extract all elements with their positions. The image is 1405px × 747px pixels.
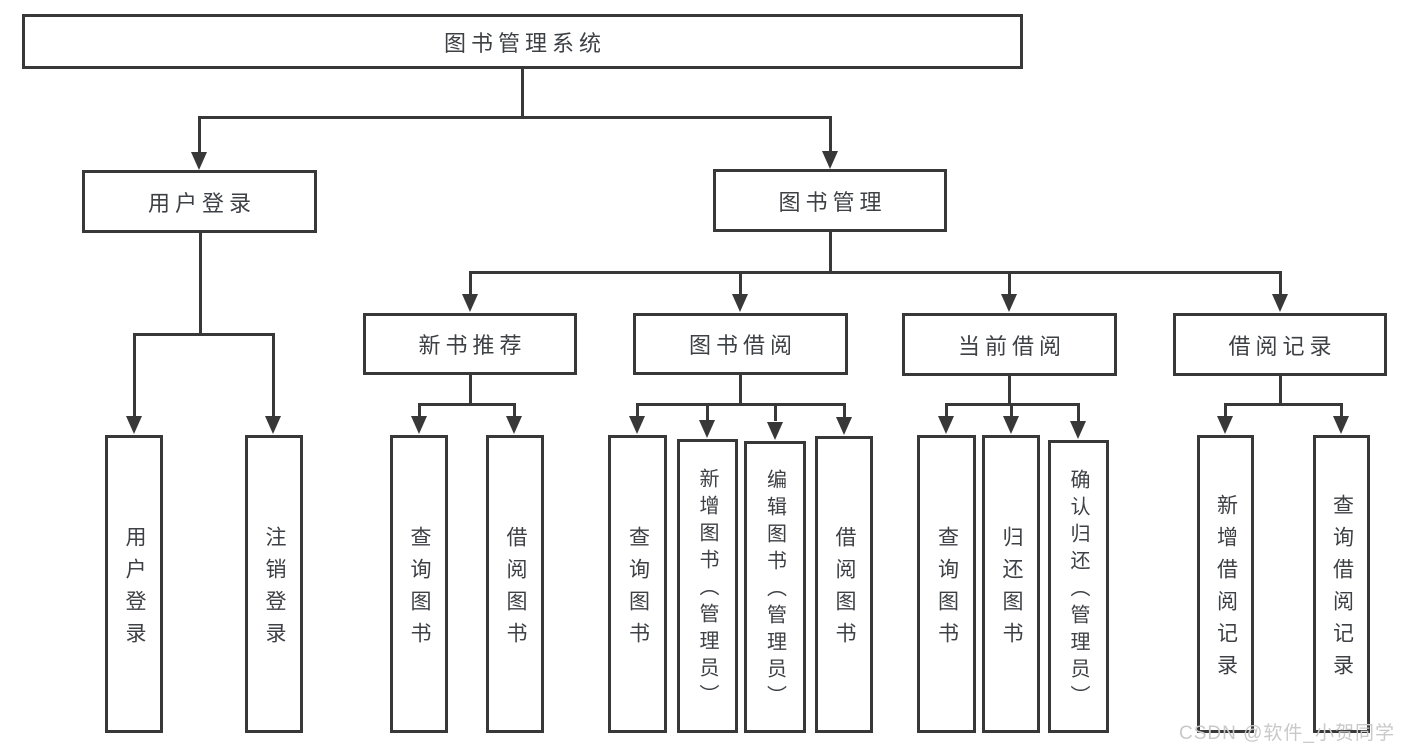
leaf-borrow-books-2-label: 借阅图书 bbox=[833, 526, 856, 654]
leaf-user-login: 用户登录 bbox=[105, 435, 163, 733]
arrowhead-down-icon bbox=[1217, 416, 1233, 434]
leaf-query-books-2-label: 查询图书 bbox=[626, 525, 650, 654]
connector-line-horizontal bbox=[418, 403, 515, 406]
arrowhead-down-icon bbox=[732, 294, 748, 312]
connector-line-vertical bbox=[1279, 271, 1282, 295]
arrowhead-down-icon bbox=[1001, 294, 1017, 312]
node-new-book-recommend-label: 新书推荐 bbox=[418, 333, 527, 358]
connector-line-vertical bbox=[133, 333, 136, 417]
connector-line-vertical bbox=[739, 375, 742, 404]
leaf-logout: 注销登录 bbox=[245, 435, 303, 733]
connector-line-vertical bbox=[829, 232, 832, 272]
node-book-management: 图书管理 bbox=[713, 169, 947, 232]
leaf-borrow-books-1: 借阅图书 bbox=[486, 435, 544, 733]
connector-line-vertical bbox=[1008, 375, 1011, 404]
connector-line-vertical bbox=[843, 403, 846, 417]
connector-line-vertical bbox=[1010, 403, 1013, 417]
node-book-borrowing-label: 图书借阅 bbox=[688, 333, 797, 358]
leaf-query-borrow-record: 查询借阅记录 bbox=[1313, 435, 1370, 733]
connector-line-vertical bbox=[829, 116, 832, 152]
connector-line-horizontal bbox=[945, 403, 1079, 406]
arrowhead-down-icon bbox=[1003, 416, 1019, 434]
node-current-borrowing: 当前借阅 bbox=[902, 313, 1117, 376]
node-borrowing-records: 借阅记录 bbox=[1173, 313, 1387, 376]
arrowhead-down-icon bbox=[822, 151, 838, 169]
connector-line-vertical bbox=[199, 233, 202, 334]
connector-line-vertical bbox=[1279, 375, 1282, 404]
connector-line-vertical bbox=[469, 271, 472, 295]
arrowhead-down-icon bbox=[699, 420, 715, 438]
arrowhead-down-icon bbox=[191, 152, 207, 170]
connector-line-horizontal bbox=[469, 271, 1281, 274]
connector-line-horizontal bbox=[636, 403, 845, 406]
connector-line-horizontal bbox=[198, 116, 831, 119]
connector-line-vertical bbox=[1077, 403, 1080, 421]
leaf-add-books-admin: 新增图书（管理员） bbox=[677, 439, 738, 733]
leaf-return-books: 归还图书 bbox=[982, 435, 1040, 733]
connector-line-vertical bbox=[1008, 271, 1011, 295]
leaf-edit-books-admin: 编辑图书（管理员） bbox=[744, 441, 806, 733]
node-user-login-label: 用户登录 bbox=[147, 190, 256, 216]
connector-line-vertical bbox=[774, 403, 777, 421]
connector-line-vertical bbox=[636, 403, 639, 417]
arrowhead-down-icon bbox=[938, 416, 954, 434]
leaf-edit-books-admin-label: 编辑图书（管理员） bbox=[763, 469, 786, 712]
connector-line-vertical bbox=[521, 69, 524, 116]
node-library-system-label: 图书管理系统 bbox=[443, 30, 606, 56]
arrowhead-down-icon bbox=[126, 416, 142, 434]
leaf-query-books-2: 查询图书 bbox=[608, 435, 667, 733]
leaf-add-books-admin-label: 新增图书（管理员） bbox=[696, 468, 718, 711]
arrowhead-down-icon bbox=[506, 416, 522, 434]
arrowhead-down-icon bbox=[462, 294, 478, 312]
leaf-user-login-label: 用户登录 bbox=[123, 525, 146, 654]
connector-line-vertical bbox=[418, 403, 421, 417]
node-book-borrowing: 图书借阅 bbox=[633, 313, 848, 375]
node-book-management-label: 图书管理 bbox=[778, 189, 887, 215]
leaf-borrow-books-1-label: 借阅图书 bbox=[504, 525, 527, 654]
connector-line-vertical bbox=[469, 375, 472, 404]
node-new-book-recommend: 新书推荐 bbox=[363, 313, 577, 375]
connector-line-vertical bbox=[272, 333, 275, 417]
arrowhead-down-icon bbox=[1272, 294, 1288, 312]
leaf-query-books-1-label: 查询图书 bbox=[408, 525, 431, 654]
leaf-logout-label: 注销登录 bbox=[263, 525, 286, 654]
arrowhead-down-icon bbox=[836, 417, 852, 435]
connector-line-vertical bbox=[1340, 403, 1343, 417]
arrowhead-down-icon bbox=[767, 422, 783, 440]
connector-line-horizontal bbox=[133, 333, 274, 336]
connector-line-vertical bbox=[706, 403, 709, 421]
leaf-query-books-3-label: 查询图书 bbox=[935, 525, 959, 654]
arrowhead-down-icon bbox=[411, 416, 427, 434]
node-borrowing-records-label: 借阅记录 bbox=[1228, 333, 1337, 359]
leaf-return-books-label: 归还图书 bbox=[1000, 525, 1023, 654]
leaf-confirm-return-admin-label: 确认归还（管理员） bbox=[1067, 468, 1089, 712]
leaf-query-books-3: 查询图书 bbox=[917, 435, 976, 733]
arrowhead-down-icon bbox=[629, 416, 645, 434]
connector-line-vertical bbox=[513, 403, 516, 417]
watermark: CSDN @软件_小贺同学 bbox=[1179, 723, 1395, 744]
leaf-confirm-return-admin: 确认归还（管理员） bbox=[1048, 440, 1109, 733]
connector-line-vertical bbox=[739, 271, 742, 295]
connector-line-vertical bbox=[198, 116, 201, 153]
arrowhead-down-icon bbox=[1070, 421, 1086, 439]
leaf-query-books-1: 查询图书 bbox=[390, 435, 448, 733]
node-user-login: 用户登录 bbox=[82, 170, 317, 233]
leaf-query-borrow-record-label: 查询借阅记录 bbox=[1330, 493, 1354, 686]
node-current-borrowing-label: 当前借阅 bbox=[957, 333, 1066, 359]
arrowhead-down-icon bbox=[1333, 416, 1349, 434]
connector-line-vertical bbox=[1224, 403, 1227, 417]
connector-line-horizontal bbox=[1224, 403, 1342, 406]
arrowhead-down-icon bbox=[265, 416, 281, 434]
leaf-add-borrow-record: 新增借阅记录 bbox=[1197, 435, 1254, 733]
connector-line-vertical bbox=[945, 403, 948, 417]
leaf-borrow-books-2: 借阅图书 bbox=[815, 436, 873, 733]
leaf-add-borrow-record-label: 新增借阅记录 bbox=[1214, 493, 1238, 686]
node-library-system: 图书管理系统 bbox=[22, 14, 1023, 69]
